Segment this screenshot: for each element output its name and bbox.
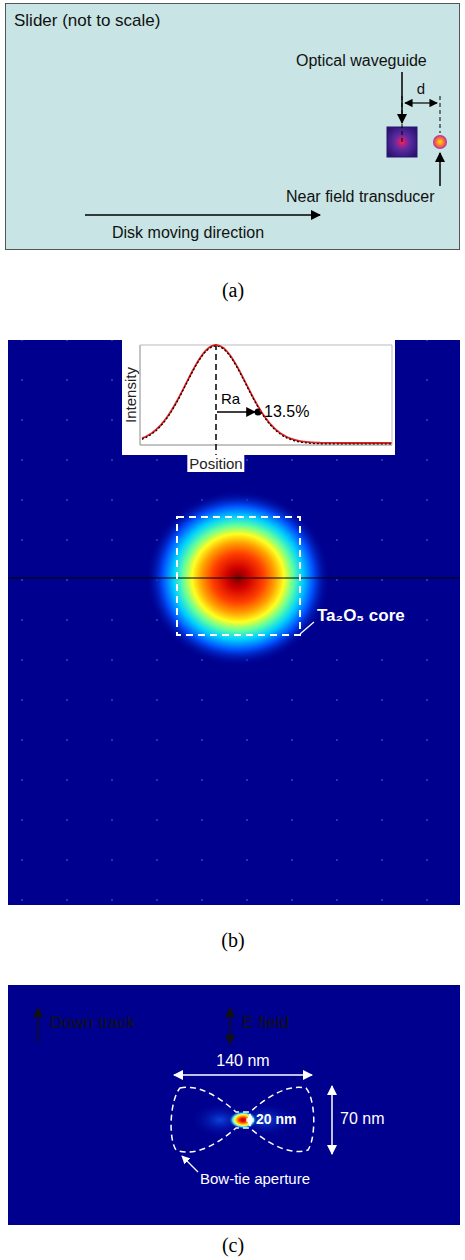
direction-arrow [85,214,320,216]
core-outline [177,517,300,635]
dimension-arrow [405,102,437,103]
direction-arrow [37,1008,39,1042]
value-label: 13.5% [264,403,309,421]
field-panel [8,340,460,905]
dimension-arrow [331,1086,333,1154]
leader-arrow [182,1156,198,1172]
panel-caption: (a) [222,279,244,302]
axis-label: Intensity [122,367,139,423]
leader-arrow [439,153,441,186]
dimension-label: Ra [221,390,240,407]
panel-title: Slider (not to scale) [14,11,160,31]
direction-label: Down track [50,1013,135,1033]
part-name: Optical waveguide [296,52,427,70]
dimension-label: 70 nm [340,1110,384,1128]
gap-arrow [249,1114,250,1126]
dimension-line [440,96,441,133]
slider-fill [5,3,460,250]
intensity-plot [140,344,392,470]
panel-caption: (c) [222,1234,244,1257]
cut-line [8,578,460,579]
grid-dots [8,340,460,905]
dimension-arrow [174,1074,312,1076]
axis-label: Position [187,455,244,472]
hot-spot [229,1111,257,1129]
direction-label: Disk moving direction [112,224,264,242]
dimension-line [402,96,403,142]
dimension-label: d [417,80,425,97]
field-panel [8,985,460,1225]
part-name: Near field transducer [286,188,435,206]
transducer-dot [433,135,447,149]
bowtie-outline [171,1087,314,1152]
plot-inset [122,340,395,455]
panel-caption: (b) [221,929,244,952]
field-label: E field [242,1013,289,1033]
part-name: Ta₂O₅ core [317,606,405,626]
slider-box: Slider (not to scale) [5,3,460,250]
leader-line [300,622,314,634]
dimension-label: 140 nm [216,1052,269,1070]
dimension-label: 20 nm [256,1111,296,1127]
part-name: Bow-tie aperture [200,1170,310,1187]
field-arrow [229,1008,231,1044]
